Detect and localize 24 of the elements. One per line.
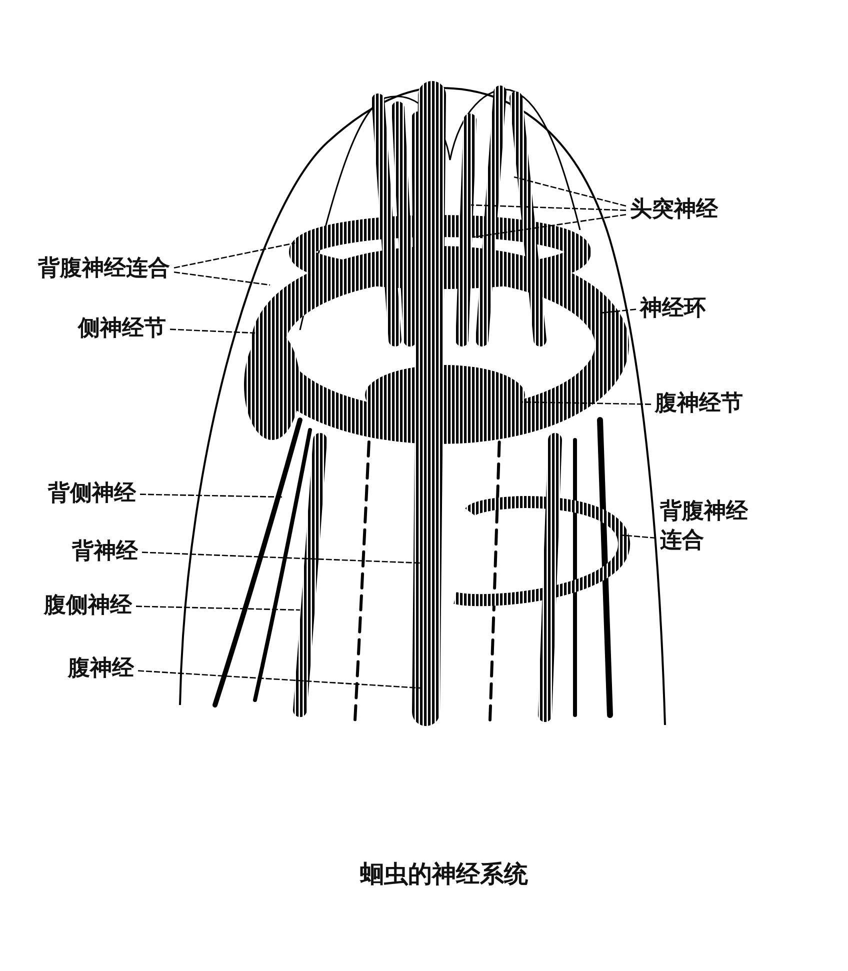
- nerve-label: 腹神经节: [655, 390, 744, 419]
- nerve-label: 背腹神经连合: [38, 255, 171, 284]
- leader-line: [138, 670, 420, 689]
- nerve-label: 背侧神经: [48, 480, 137, 509]
- nerve-label: 神经环: [640, 295, 707, 324]
- leader-line: [142, 552, 420, 564]
- leader-line: [520, 401, 652, 405]
- leader-line: [170, 328, 256, 334]
- nerve-label: 腹侧神经: [44, 592, 133, 621]
- nerve-label: 背神经: [72, 538, 139, 567]
- leader-line: [136, 606, 300, 611]
- leader-line: [600, 308, 636, 314]
- leader-line: [620, 534, 656, 539]
- nerve-label: 头突神经: [630, 196, 719, 225]
- leader-line: [174, 242, 296, 268]
- leader-line: [474, 214, 626, 238]
- nerve-label: 腹神经: [68, 655, 135, 684]
- nerve-label: 背腹神经连合: [660, 498, 749, 556]
- leader-line: [514, 176, 626, 207]
- leader-line: [470, 204, 626, 211]
- leader-line: [174, 272, 270, 286]
- figure-caption: 蛔虫的神经系统: [360, 858, 528, 890]
- leader-line: [140, 494, 284, 498]
- nerve-label: 侧神经节: [78, 315, 167, 344]
